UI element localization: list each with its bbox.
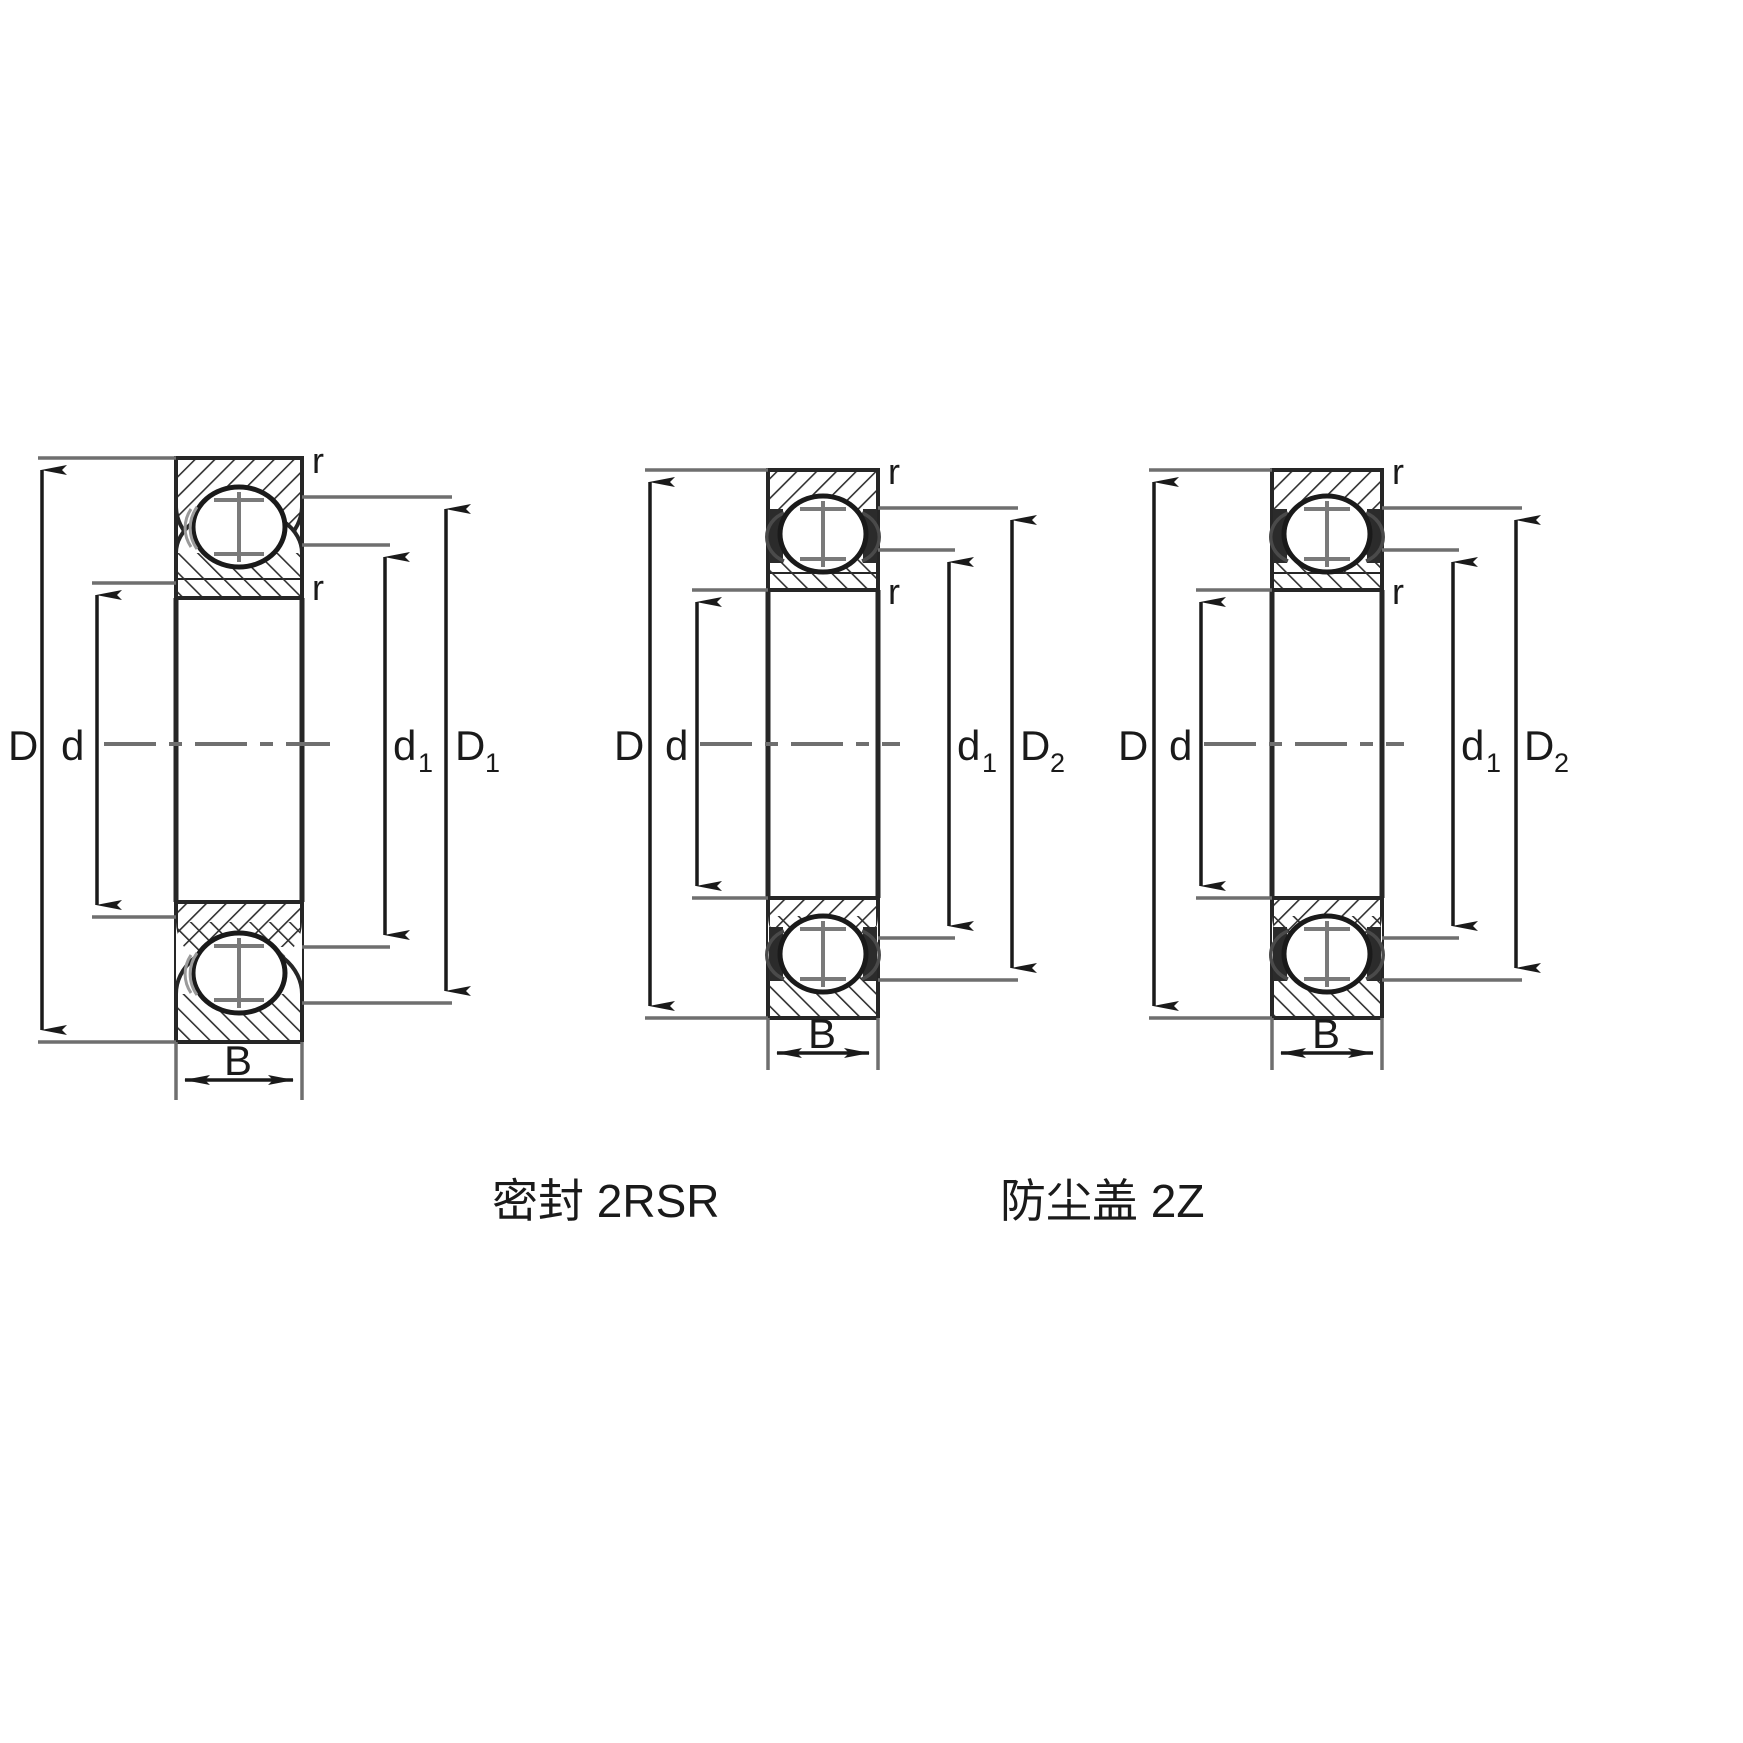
rolling-element-top-shielded bbox=[1281, 493, 1373, 575]
dimension-label-d1-sub: 1 bbox=[418, 748, 433, 778]
dimension-B-sealed: B bbox=[766, 1010, 880, 1070]
seal-top-left bbox=[765, 509, 785, 563]
chamfer-callout-upper-shielded: r bbox=[1392, 451, 1404, 492]
rolling-element-top bbox=[183, 484, 288, 570]
chamfer-callout-lower-sealed: r bbox=[888, 571, 900, 612]
shield-bottom-right bbox=[1365, 927, 1385, 981]
dimension-D2-shielded: D 2 bbox=[1382, 506, 1569, 982]
dimension-d-sealed: d bbox=[665, 588, 768, 900]
chamfer-label-r-lower-shielded: r bbox=[1392, 571, 1404, 612]
dimension-label-D: D bbox=[8, 722, 38, 769]
dimension-d-shielded: d bbox=[1169, 588, 1272, 900]
dimension-d1-shielded: d 1 bbox=[1382, 548, 1501, 940]
dimension-label-d1-sub-shielded: 1 bbox=[1486, 748, 1501, 778]
chamfer-callout-lower-open: r bbox=[312, 567, 324, 608]
dimension-d1-open: d 1 bbox=[302, 543, 433, 949]
dimension-label-D-shielded: D bbox=[1118, 722, 1148, 769]
caption-sealed: 密封 2RSR bbox=[492, 1175, 719, 1227]
chamfer-label-r-lower-sealed: r bbox=[888, 571, 900, 612]
dimension-label-D2-sealed: D bbox=[1020, 722, 1050, 769]
dimension-D-shielded: D bbox=[1118, 468, 1272, 1020]
dimension-d1-sealed: d 1 bbox=[878, 548, 997, 940]
chamfer-label-r-lower: r bbox=[312, 567, 324, 608]
dimension-D1-open: D 1 bbox=[302, 495, 500, 1005]
dimension-D-sealed: D bbox=[614, 468, 768, 1020]
dimension-label-B-shielded: B bbox=[1312, 1010, 1340, 1057]
dimension-B-shielded: B bbox=[1270, 1010, 1384, 1070]
bearing-view-open: D d d 1 D 1 r r bbox=[8, 440, 500, 1100]
chamfer-label-r-upper-shielded: r bbox=[1392, 451, 1404, 492]
rolling-element-bottom bbox=[183, 930, 288, 1016]
dimension-label-d1: d bbox=[393, 722, 416, 769]
rolling-element-top-sealed bbox=[777, 493, 869, 575]
dimension-label-d1-sealed: d bbox=[957, 722, 980, 769]
bore-walls bbox=[173, 598, 305, 902]
dimension-label-d: d bbox=[61, 722, 84, 769]
bearing-view-sealed: D d d 1 D 2 r r bbox=[492, 451, 1065, 1227]
chamfer-callout-upper-sealed: r bbox=[888, 451, 900, 492]
dimension-label-D1: D bbox=[455, 722, 485, 769]
chamfer-label-r-upper: r bbox=[312, 440, 324, 481]
shield-bottom-left bbox=[1269, 927, 1289, 981]
dimension-D-open: D bbox=[8, 456, 176, 1044]
dimension-label-D-sealed: D bbox=[614, 722, 644, 769]
caption-shielded: 防尘盖 2Z bbox=[1000, 1175, 1204, 1227]
dimension-B-open: B bbox=[174, 1037, 304, 1100]
dimension-label-D2-shielded: D bbox=[1524, 722, 1554, 769]
dimension-label-B: B bbox=[224, 1037, 252, 1084]
rolling-element-bottom-sealed bbox=[777, 913, 869, 995]
dimension-D2-sealed: D 2 bbox=[878, 506, 1065, 982]
dimension-label-D2-sub-shielded: 2 bbox=[1554, 748, 1569, 778]
bearing-view-shielded: D d d 1 D 2 r r bbox=[1000, 451, 1569, 1227]
dimension-label-d1-sub-sealed: 1 bbox=[982, 748, 997, 778]
dimension-label-d1-shielded: d bbox=[1461, 722, 1484, 769]
seal-bottom-left bbox=[765, 927, 785, 981]
dimension-label-d-shielded: d bbox=[1169, 722, 1192, 769]
shield-top-left bbox=[1269, 509, 1289, 563]
dimension-label-B-sealed: B bbox=[808, 1010, 836, 1057]
dimension-label-d-sealed: d bbox=[665, 722, 688, 769]
dimension-label-D2-sub-sealed: 2 bbox=[1050, 748, 1065, 778]
dimension-d-open: d bbox=[61, 581, 176, 919]
dimension-label-D1-sub: 1 bbox=[485, 748, 500, 778]
chamfer-label-r-upper-sealed: r bbox=[888, 451, 900, 492]
chamfer-callout-lower-shielded: r bbox=[1392, 571, 1404, 612]
rolling-element-bottom-shielded bbox=[1281, 913, 1373, 995]
chamfer-callout-upper-open: r bbox=[312, 440, 324, 481]
